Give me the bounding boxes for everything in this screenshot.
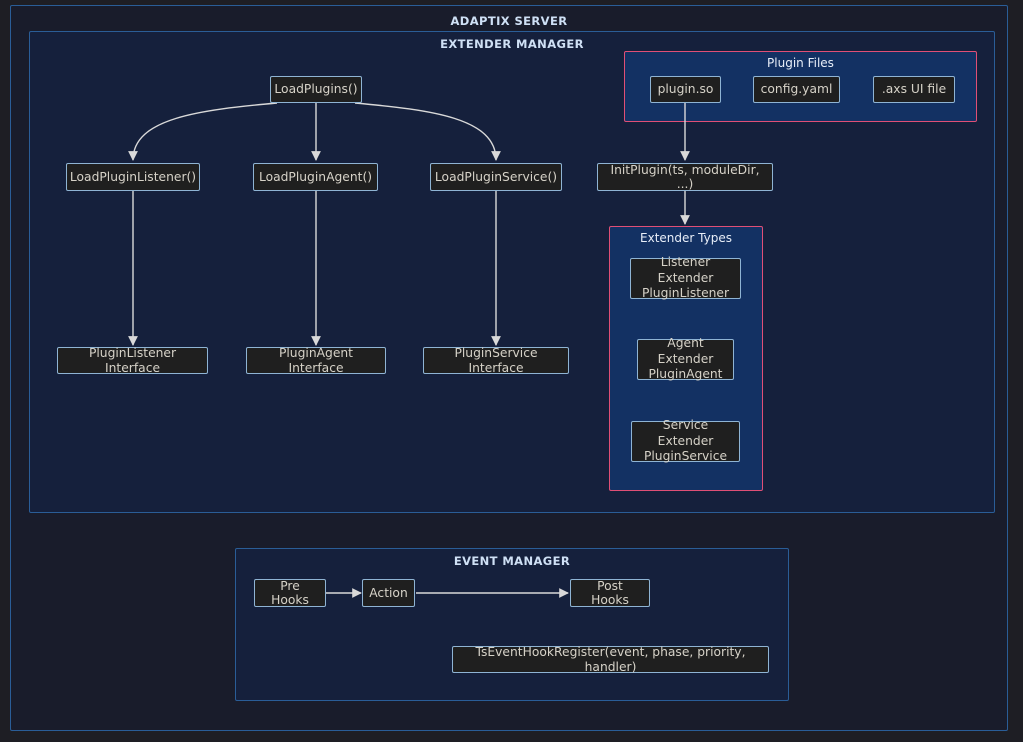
- group-title-extender-types: Extender Types: [640, 231, 732, 245]
- node-axs-ui-file[interactable]: .axs UI file: [873, 76, 955, 103]
- node-load-plugin-service[interactable]: LoadPluginService(): [430, 163, 562, 191]
- node-service-extender[interactable]: Service Extender PluginService: [631, 418, 740, 463]
- node-ts-event-hook-register[interactable]: TsEventHookRegister(event, phase, priori…: [452, 645, 769, 674]
- node-plugin-agent-interface[interactable]: PluginAgent Interface: [246, 346, 386, 375]
- group-title-plugin-files: Plugin Files: [767, 56, 834, 70]
- panel-event-manager: EVENT MANAGER: [235, 548, 789, 701]
- node-config-yaml[interactable]: config.yaml: [753, 76, 840, 103]
- panel-title-extender-manager: EXTENDER MANAGER: [440, 37, 584, 51]
- node-init-plugin[interactable]: InitPlugin(ts, moduleDir, ...): [597, 163, 773, 191]
- node-load-plugin-agent[interactable]: LoadPluginAgent(): [253, 163, 378, 191]
- node-action[interactable]: Action: [362, 579, 415, 607]
- node-load-plugin-listener[interactable]: LoadPluginListener(): [66, 163, 200, 191]
- node-listener-extender[interactable]: Listener Extender PluginListener: [630, 255, 741, 300]
- node-plugin-listener-interface[interactable]: PluginListener Interface: [57, 346, 208, 375]
- panel-title-adaptix-server: ADAPTIX SERVER: [450, 14, 568, 28]
- node-plugin-so[interactable]: plugin.so: [650, 76, 721, 103]
- node-pre-hooks[interactable]: Pre Hooks: [254, 579, 326, 607]
- node-post-hooks[interactable]: Post Hooks: [570, 579, 650, 607]
- node-plugin-service-interface[interactable]: PluginService Interface: [423, 346, 569, 375]
- node-load-plugins[interactable]: LoadPlugins(): [270, 76, 362, 103]
- panel-title-event-manager: EVENT MANAGER: [453, 554, 571, 568]
- node-agent-extender[interactable]: Agent Extender PluginAgent: [637, 336, 734, 381]
